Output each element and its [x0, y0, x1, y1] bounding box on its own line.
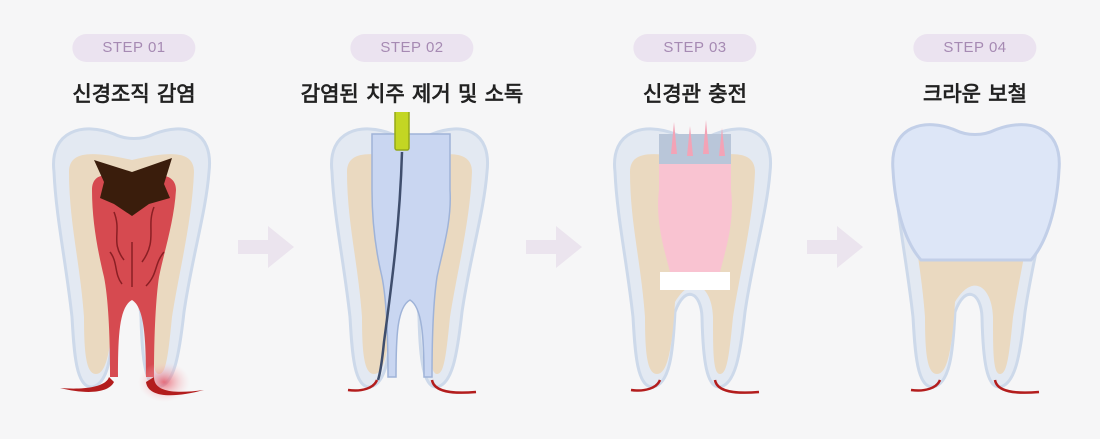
step-4-title: 크라운 보철: [923, 78, 1027, 108]
step-3-title: 신경관 충전: [643, 78, 747, 108]
step-1-badge: STEP 01: [72, 34, 195, 62]
infected-tooth-icon: [14, 112, 254, 432]
filled-canal-tooth-icon: [575, 112, 815, 432]
arrow-right-icon: [234, 222, 298, 272]
cleaned-tooth-icon: [292, 112, 532, 432]
step-4: STEP 04 크라운 보철: [855, 0, 1095, 439]
step-4-badge: STEP 04: [913, 34, 1036, 62]
step-2-title: 감염된 치주 제거 및 소독: [301, 78, 523, 108]
step-1-title: 신경조직 감염: [72, 78, 195, 108]
step-1: STEP 01 신경조직 감염: [14, 0, 254, 439]
step-2: STEP 02 감염된 치주 제거 및 소독: [292, 0, 532, 439]
step-3-badge: STEP 03: [633, 34, 756, 62]
step-3: STEP 03 신경관 충전: [575, 0, 815, 439]
step-2-badge: STEP 02: [350, 34, 473, 62]
crowned-tooth-icon: [855, 112, 1095, 432]
